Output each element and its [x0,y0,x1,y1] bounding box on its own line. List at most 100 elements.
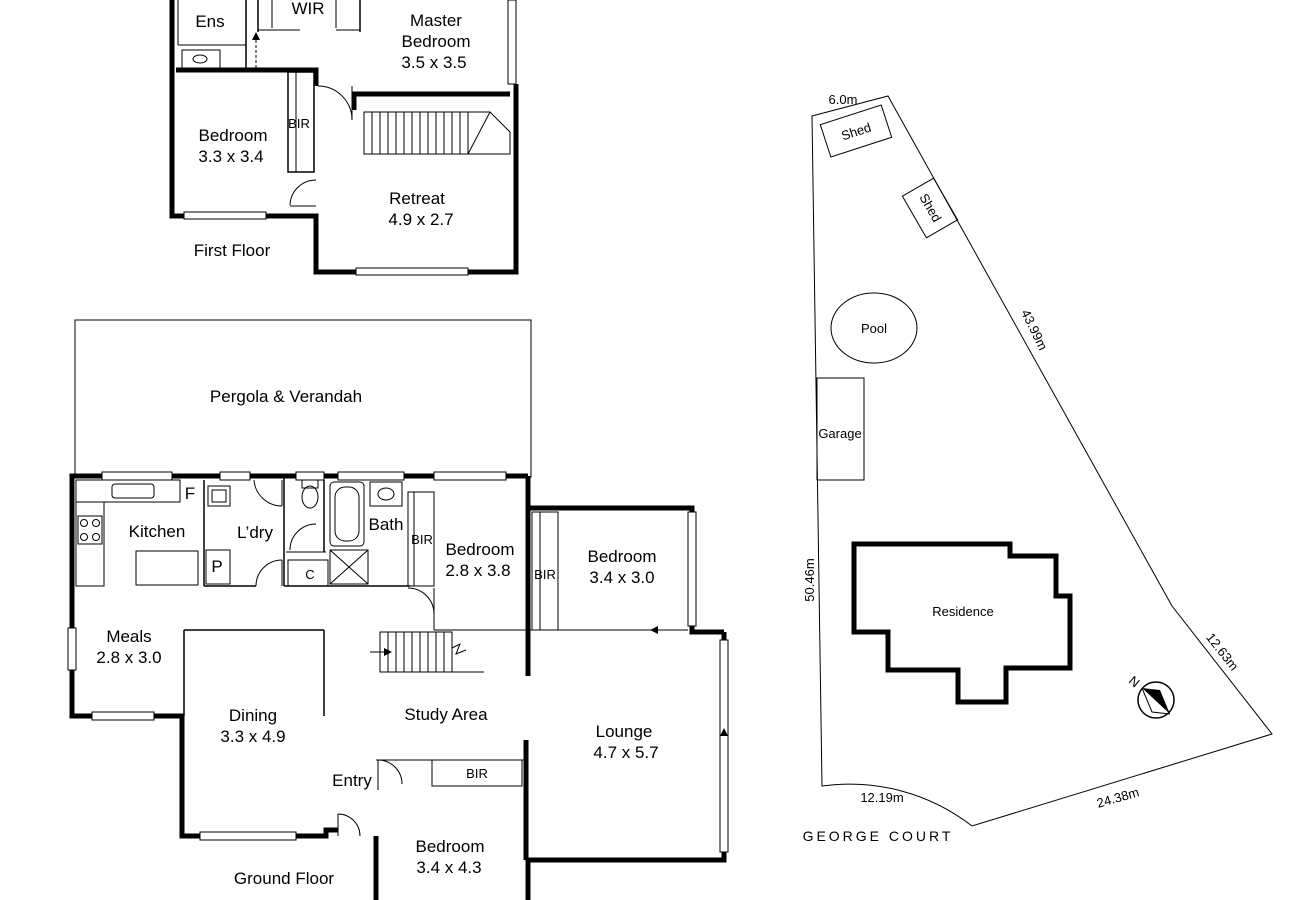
first-floor-stairs [363,111,469,155]
dim-top: 6.0m [829,92,858,107]
ensuite-label: Ens [195,12,224,31]
entry-label: Entry [332,771,372,790]
first-floor-plan: Ens WIR Master Bedroom 3.5 x 3.5 Bedroom… [169,0,519,276]
meals-size: 2.8 x 3.0 [96,648,161,667]
bedroom2-window [687,511,697,627]
first-floor-bedroom-size: 3.3 x 3.4 [198,147,263,166]
north-label: N [1126,673,1143,691]
bathtub [329,481,365,547]
ground-floor-outer-wall-east [525,476,724,635]
dim-left: 50.46m [802,558,817,601]
site-plan: Shed Shed Pool Garage Residence N 6.0m 4… [802,92,1273,844]
bedroom3-bir [431,759,523,787]
wir-label: WIR [291,0,324,18]
first-floor-bir-label: BIR [288,116,310,131]
street-label: GEORGE COURT [803,828,954,844]
ensuite-basin [181,49,221,69]
first-floor-title: First Floor [194,241,271,260]
bedroom1-name: Bedroom [446,540,515,559]
lounge-window [719,639,729,853]
garage [816,377,865,481]
shed-1: Shed [819,104,893,158]
stair-break-mark [451,642,467,655]
bedroom2-name: Bedroom [588,547,657,566]
bedroom3-size: 3.4 x 4.3 [416,858,481,877]
kitchen-window [101,471,173,481]
master-window [507,0,517,85]
first-floor-bir [287,71,315,173]
shed-2-label: Shed [916,191,944,225]
bedroom2-size: 3.4 x 3.0 [589,568,654,587]
front-door-swing [337,813,361,837]
lounge-size: 4.7 x 5.7 [593,743,658,762]
laundry-door-swing [253,479,283,507]
retreat-size: 4.9 x 2.7 [388,210,453,229]
bedroom3-bir-label: BIR [466,766,488,781]
residence-label: Residence [932,604,993,619]
meals-south-window [91,711,155,721]
shower [329,549,369,585]
lounge-arrow-head [720,728,728,736]
retreat-window [355,267,469,276]
kitchen-label: Kitchen [129,522,186,541]
bedroom1-window [433,471,507,481]
master-bedroom-name-2: Bedroom [402,32,471,51]
dining-window [199,831,297,841]
meals-window [67,627,77,671]
cooktop [77,515,103,545]
wc-window [295,471,325,481]
kitchen-bench [75,479,181,503]
dim-diagonal: 43.99m [1018,307,1050,353]
pool [830,292,918,364]
bedroom2-bir-label: BIR [534,567,556,582]
bathtub-basin [334,486,360,542]
bedroom-door-swing [289,179,317,206]
ground-floor-outer-wall-west [69,473,528,839]
laundry-tub-bowl [211,489,227,503]
ground-floor-title: Ground Floor [234,869,334,888]
stair-landing [468,111,511,155]
laundry-tub [207,485,231,507]
bath-vanity-bowl [377,487,395,501]
toilet [301,485,319,509]
north-arrow [1137,681,1175,719]
stair-arrow-head [384,648,392,656]
pantry-label: P [211,557,222,576]
ensuite-arrow-head [252,32,260,40]
meals-name: Meals [106,627,151,646]
study-area-label: Study Area [404,705,488,724]
laundry-inner-door-swing [255,559,283,587]
master-bedroom-name-1: Master [410,11,462,30]
bedroom1-size: 2.8 x 3.8 [445,561,510,580]
garage-label: Garage [818,426,861,441]
kitchen-island [135,550,199,586]
toilet-cistern [301,479,319,489]
bath-vanity [369,481,403,507]
fridge-label: F [185,484,195,503]
bedroom1-bir-label: BIR [411,532,433,547]
shed-2: Shed [901,177,959,239]
master-bedroom-size: 3.5 x 3.5 [401,53,466,72]
laundry-label: L’dry [237,523,273,542]
bedroom-window [183,211,267,220]
bath-window [337,471,405,481]
entry-door-swing [377,759,403,785]
first-floor-retreat-wall [351,91,510,110]
kitchen-sink [111,483,155,499]
hall-arrow-head [650,626,658,634]
bath-label: Bath [369,515,404,534]
dim-bottom-arc: 12.19m [860,790,903,805]
lounge-outer-wall [525,632,727,900]
dim-bottom-right: 24.38m [1095,784,1141,810]
laundry-window [219,471,251,481]
residence-outline [851,541,1073,705]
first-floor-outer-wall [169,0,519,275]
stair-landing-diag [467,111,491,155]
kitchen-side-bench [75,501,105,587]
ground-floor-plan: Pergola & Verandah [67,319,729,900]
master-door-swing [317,85,353,121]
bedroom1-bir [407,491,435,587]
dim-right: 12.63m [1203,630,1242,673]
first-floor-inner-wall [176,67,319,86]
